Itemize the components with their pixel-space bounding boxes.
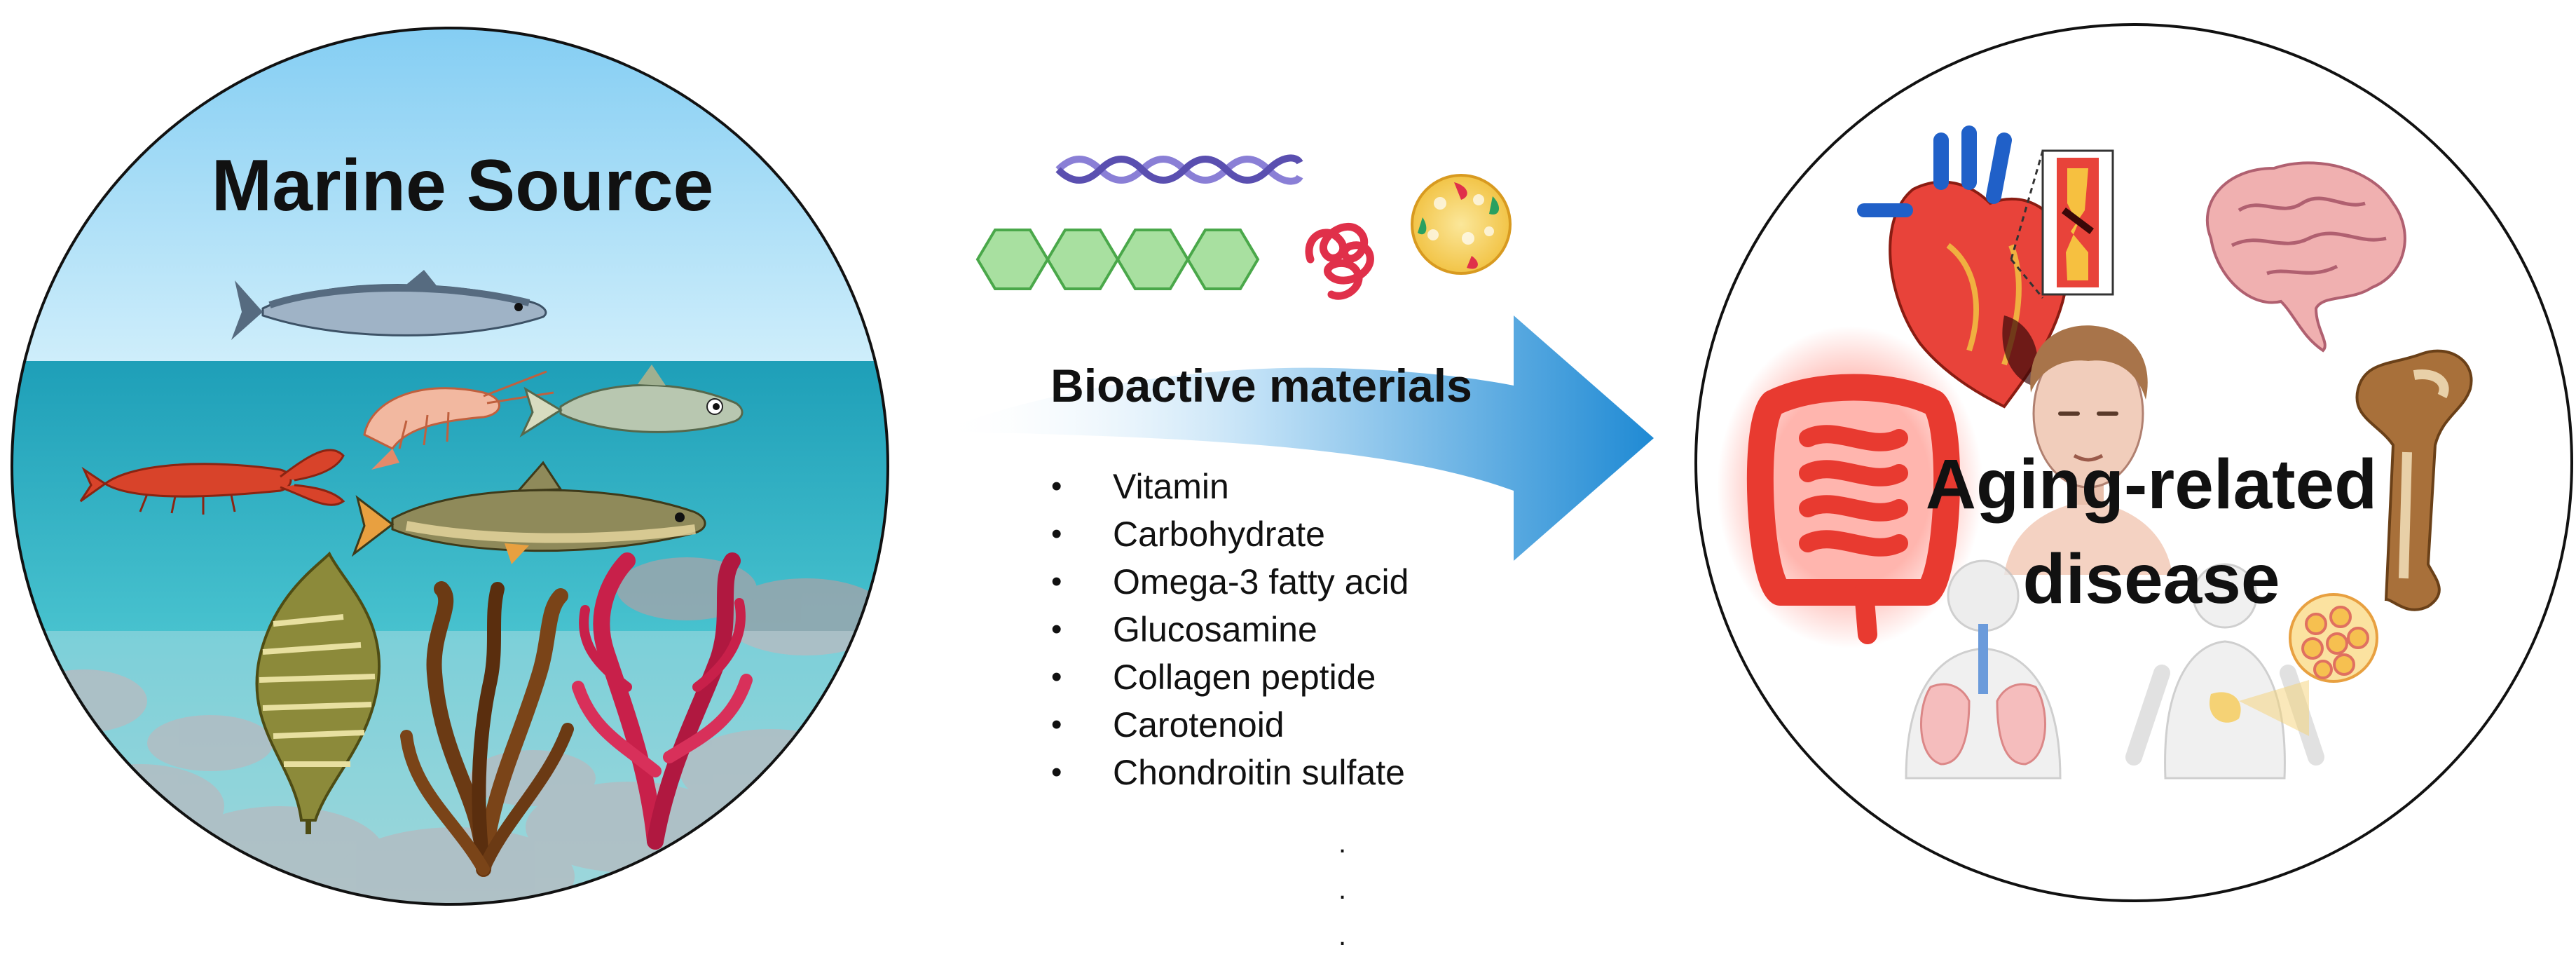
material-item: Chondroitin sulfate [1044, 749, 1409, 796]
salmon-icon [231, 270, 547, 340]
marine-source-panel: Marine Source [11, 27, 889, 906]
ellipsis-dot: . [1338, 874, 1347, 905]
aging-disease-title-line2: disease [2023, 540, 2280, 618]
lungs-icon [1905, 559, 2062, 780]
face-icon [2004, 325, 2172, 575]
bioactive-material-list: Vitamin Carbohydrate Omega-3 fatty acid … [1044, 463, 1409, 796]
femur-icon [2355, 349, 2473, 611]
material-item: Vitamin [1044, 463, 1409, 510]
marine-source-title: Marine Source [212, 145, 714, 226]
intestine-icon [1717, 326, 1983, 648]
fat-cell-icon [2289, 593, 2378, 683]
lobster-icon [79, 449, 345, 515]
dna-helix-icon [1055, 154, 1303, 185]
list-ellipsis: . . . [1338, 820, 1346, 959]
ellipsis-dot: . [1338, 828, 1347, 859]
ellipsis-dot: . [1338, 920, 1347, 951]
brain-icon [2206, 161, 2406, 353]
body-icon [2125, 563, 2324, 780]
bioactive-materials-label: Bioactive materials [1050, 360, 1472, 412]
material-item: Glucosamine [1044, 606, 1409, 653]
bioactive-transfer: Bioactive materials [939, 154, 1654, 561]
protein-coil-icon [1305, 223, 1374, 300]
material-item: Collagen peptide [1044, 653, 1409, 701]
left-circle-border [11, 27, 889, 906]
artery-icon [2010, 149, 2114, 299]
lipid-vesicle-icon [1411, 174, 1512, 275]
red-algae-icon [572, 552, 753, 850]
silver-fish-icon [519, 365, 744, 438]
material-item: Omega-3 fatty acid [1044, 558, 1409, 606]
material-item: Carotenoid [1044, 701, 1409, 749]
curved-arrow-icon [939, 315, 1654, 561]
aging-disease-title-line1: Aging-related [1926, 445, 2377, 524]
shrimp-icon [363, 370, 554, 470]
brown-seaweed-icon [400, 581, 574, 877]
aging-disease-panel: Aging-related disease [1694, 23, 2573, 902]
material-item: Carbohydrate [1044, 510, 1409, 558]
trout-icon [351, 461, 706, 564]
hexagon-chain-icon [975, 229, 1260, 290]
kelp-icon [255, 551, 381, 834]
